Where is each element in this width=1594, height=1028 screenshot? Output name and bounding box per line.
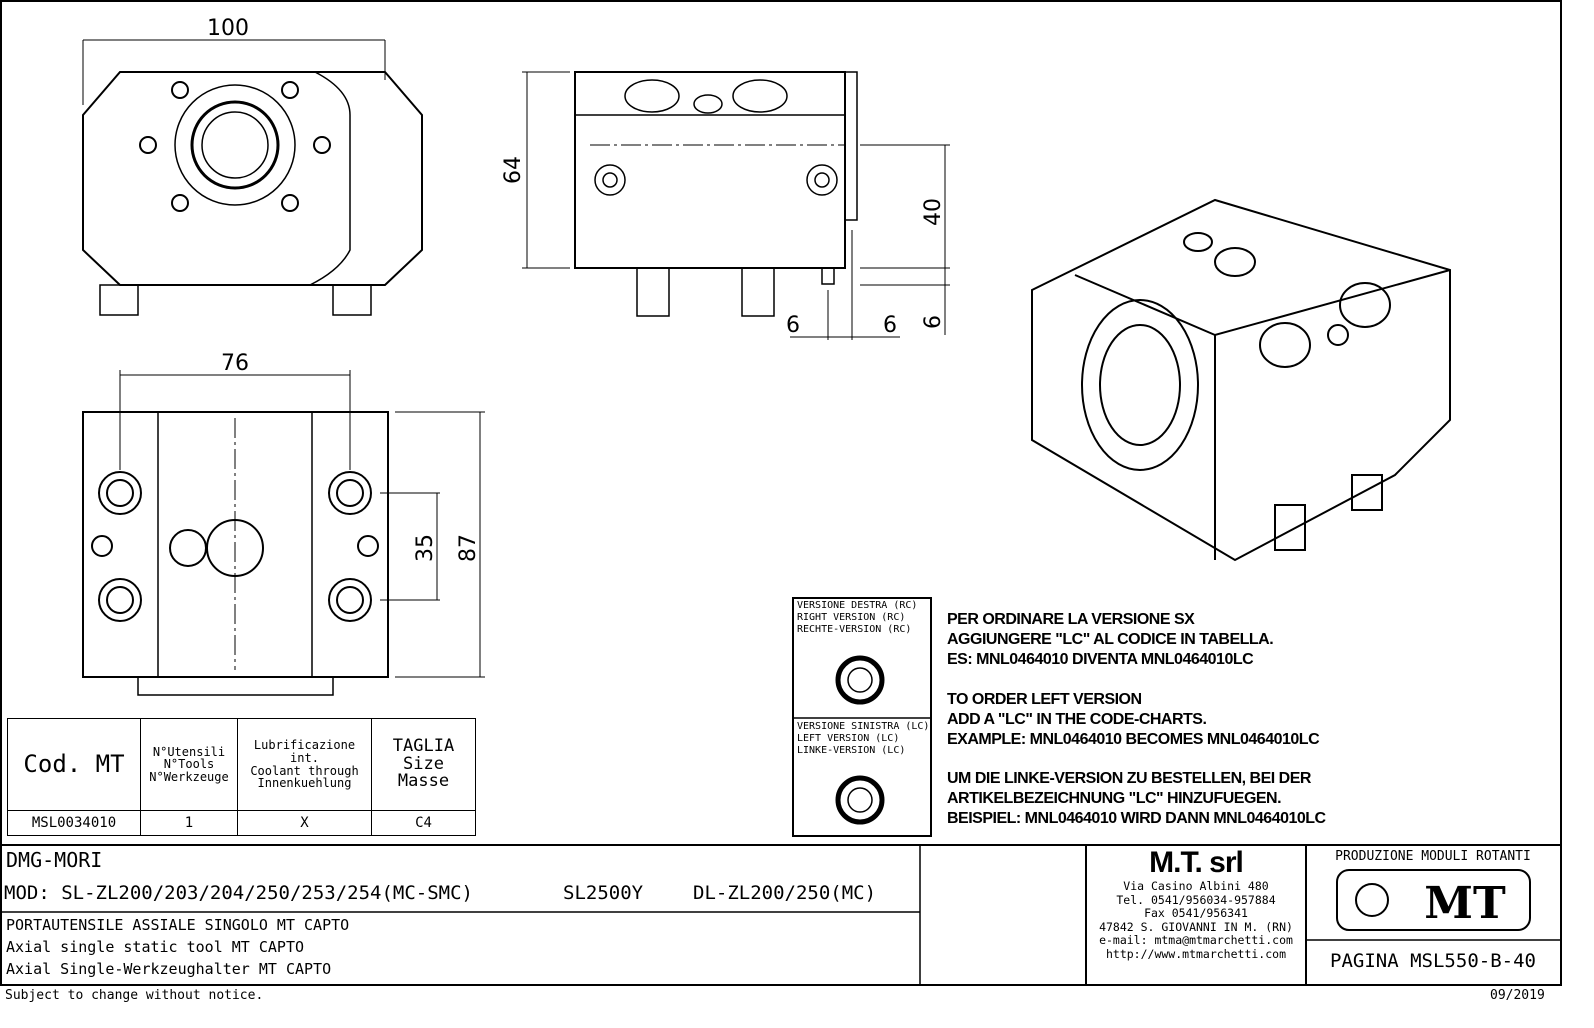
isometric-view <box>1031 198 1451 562</box>
dim-bottom-width: 76 <box>221 351 249 376</box>
header-code: Cod. MT <box>7 718 141 811</box>
left-version-label: VERSIONE SINISTRA (LC)LEFT VERSION (LC)L… <box>797 721 929 757</box>
page-code: PAGINA MSL550-B-40 <box>1330 950 1536 972</box>
phone: Tel. 0541/956034-957884 <box>1116 892 1276 907</box>
model-sl2500y: SL2500Y <box>563 882 644 904</box>
row-code: MSL0034010 <box>7 810 141 836</box>
header-coolant-en: Coolant through <box>250 763 359 778</box>
header-size-it: TAGLIA <box>392 735 455 756</box>
dim-height-64: 64 <box>501 156 526 184</box>
division-title: PRODUZIONE MODULI ROTANTI <box>1335 849 1531 864</box>
website-link[interactable]: http://www.mtmarchetti.com <box>1105 946 1286 961</box>
row-size: C4 <box>371 810 476 836</box>
description-it: PORTAUTENSILE ASSIALE SINGOLO MT CAPTO <box>6 916 350 934</box>
note-line: AGGIUNGERE "LC" AL CODICE IN TABELLA. <box>947 631 1274 648</box>
email-link[interactable]: e-mail: mtma@mtmarchetti.com <box>1099 933 1293 947</box>
row-coolant: X <box>237 810 372 836</box>
note-line: PER ORDINARE LA VERSIONE SX <box>947 611 1195 628</box>
right-version-label: VERSIONE DESTRA (RC)RIGHT VERSION (RC)RE… <box>797 600 917 636</box>
note-line: TO ORDER LEFT VERSION <box>947 691 1142 708</box>
fax: Fax 0541/956341 <box>1144 906 1248 920</box>
note-line: UM DIE LINKE-VERSION ZU BESTELLEN, BEI D… <box>947 770 1311 787</box>
left-version-it: VERSIONE SINISTRA (LC) <box>797 721 930 732</box>
disclaimer: Subject to change without notice. <box>5 988 264 1003</box>
note-english: TO ORDER LEFT VERSION ADD A "LC" IN THE C… <box>947 690 1320 750</box>
bottom-view <box>82 370 485 696</box>
dim-35: 35 <box>413 534 438 562</box>
dim-40: 40 <box>921 198 946 226</box>
right-version-en: RIGHT VERSION (RC) <box>797 612 906 623</box>
note-german: UM DIE LINKE-VERSION ZU BESTELLEN, BEI D… <box>947 769 1326 829</box>
dim-6b: 6 <box>883 313 897 338</box>
model-list: MOD: SL-ZL200/203/204/250/253/254(MC-SMC… <box>4 882 473 904</box>
description-de: Axial Single-Werkzeughalter MT CAPTO <box>6 960 332 978</box>
front-view <box>82 39 423 316</box>
description: PORTAUTENSILE ASSIALE SINGOLO MT CAPTO Ax… <box>6 914 349 980</box>
dim-front-width: 100 <box>207 16 249 41</box>
description-en: Axial single static tool MT CAPTO <box>6 938 305 956</box>
header-tools-it: N°Utensili <box>152 744 226 759</box>
side-view <box>522 71 950 340</box>
left-version-de: LINKE-VERSION (LC) <box>797 745 906 756</box>
header-size-en: Size <box>403 753 444 774</box>
machine-brand: DMG-MORI <box>6 848 103 872</box>
model-dl: DL-ZL200/250(MC) <box>693 882 877 904</box>
note-italian: PER ORDINARE LA VERSIONE SX AGGIUNGERE "L… <box>947 610 1274 670</box>
dim-87: 87 <box>456 534 481 562</box>
left-version-en: LEFT VERSION (LC) <box>797 733 900 744</box>
header-size-de: Masse <box>397 771 450 792</box>
right-version-de: RECHTE-VERSION (RC) <box>797 624 912 635</box>
revision-date: 09/2019 <box>1490 988 1545 1003</box>
city: 47842 S. GIOVANNI IN M. (RN) <box>1099 919 1293 934</box>
address-line: Via Casino Albini 480 <box>1123 879 1269 893</box>
company-name: M.T. srl <box>1149 846 1244 879</box>
note-line: ARTIKELBEZEICHNUNG "LC" HINZUFUEGEN. <box>947 790 1282 807</box>
mt-logo: MT <box>1424 878 1506 929</box>
header-coolant-it: Lubrificazione int. <box>253 738 356 765</box>
note-line: ADD A "LC" IN THE CODE-CHARTS. <box>947 711 1207 728</box>
note-line: BEISPIEL: MNL0464010 WIRD DANN MNL046401… <box>947 810 1326 827</box>
right-version-it: VERSIONE DESTRA (RC) <box>797 600 918 611</box>
row-tools: 1 <box>140 810 238 836</box>
note-line: EXAMPLE: MNL0464010 BECOMES MNL0464010LC <box>947 731 1320 748</box>
header-tools-en: N°Tools <box>163 757 215 772</box>
header-tools-de: N°Werkzeuge <box>149 769 229 784</box>
note-line: ES: MNL0464010 DIVENTA MNL0464010LC <box>947 651 1254 668</box>
dim-6c: 6 <box>921 315 946 329</box>
dim-6a: 6 <box>786 313 800 338</box>
header-coolant-de: Innenkuehlung <box>257 776 352 791</box>
